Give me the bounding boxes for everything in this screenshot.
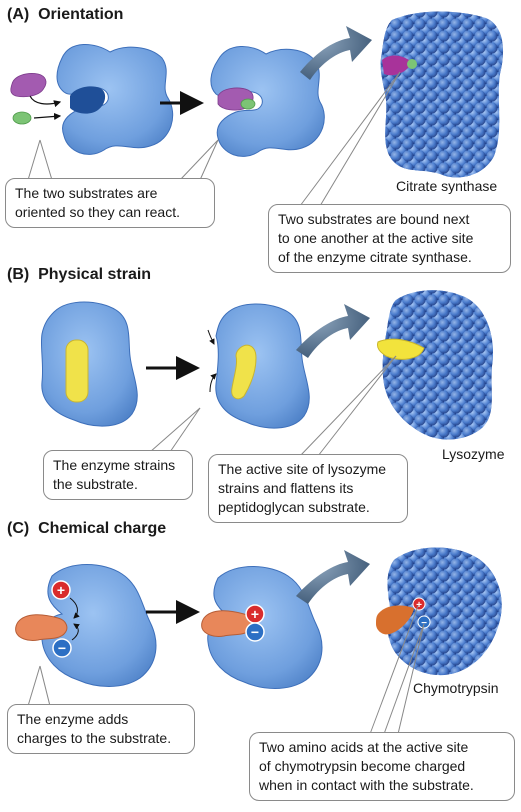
big-arrow-b: [296, 304, 370, 358]
callout-c-left-line2: charges to the substrate.: [17, 730, 172, 746]
callout-b-right-line1: The active site of lysozyme: [218, 461, 387, 477]
callout-b-left: The enzyme strains the substrate.: [43, 450, 193, 500]
substrate-purple: [10, 73, 47, 98]
callout-a-right: Two substrates are bound next to one ano…: [268, 204, 511, 273]
arrow-green-in: [33, 112, 62, 121]
protein-lysozyme: [377, 290, 494, 440]
pointer-b-right-2: [317, 355, 397, 457]
protein-name-citrate-synthase: Citrate synthase: [396, 178, 498, 194]
section-c-heading: (C) Chemical charge: [7, 520, 166, 538]
protein-chymotrypsin: + −: [376, 547, 502, 676]
strain-arrow-bottom: [209, 373, 217, 393]
callout-a-left-line2: oriented so they can react.: [15, 204, 180, 220]
substrate-orange-charged: [201, 610, 254, 637]
pointer-a-left-4: [199, 139, 219, 181]
callout-c-left: The enzyme adds charges to the substrate…: [7, 704, 195, 754]
pointer-c-right-1: [369, 605, 419, 735]
charge-negative-c2: [245, 622, 265, 642]
charge-arrow-top: [69, 597, 80, 619]
section-b-heading: (B) Physical strain: [7, 266, 151, 284]
substrate-orange: [15, 614, 68, 641]
protein-citrate-synthase: [380, 11, 504, 178]
callout-b-right-line3: peptidoglycan substrate.: [218, 499, 370, 515]
callout-b-right-line2: strains and flattens its: [218, 480, 354, 496]
pointer-b-right-1: [299, 355, 397, 457]
substrate-yellow: [65, 339, 89, 403]
pointer-c-left-2: [39, 665, 51, 707]
section-b-letter: (B): [7, 266, 30, 283]
callout-b-left-line1: The enzyme strains: [53, 457, 176, 473]
section-a-title: Orientation: [38, 6, 124, 23]
substrate-yellow-strained: [231, 344, 257, 400]
svg-text:−: −: [421, 618, 427, 629]
section-b-title: Physical strain: [38, 266, 152, 283]
pointer-a-left-3: [179, 139, 219, 181]
section-c-letter: (C): [7, 520, 30, 537]
pointer-b-left-2: [169, 407, 201, 453]
charge-positive-c1-label: +: [57, 582, 65, 598]
callout-c-right-line3: when in contact with the substrate.: [259, 777, 474, 793]
pointer-c-left-1: [27, 665, 41, 707]
callout-c-right-line1: Two amino acids at the active site: [259, 739, 469, 755]
active-site-a1: [70, 86, 106, 114]
protein-name-lysozyme: Lysozyme: [442, 446, 505, 462]
pointer-a-left-2: [39, 139, 53, 181]
charge-negative-c1: [52, 638, 72, 658]
callout-b-right: The active site of lysozyme strains and …: [208, 454, 408, 523]
callout-c-left-line1: The enzyme adds: [17, 711, 129, 727]
callout-a-right-line2: to one another at the active site: [278, 230, 474, 246]
charge-arrow-bottom: [71, 623, 80, 641]
callout-b-left-line2: the substrate.: [53, 476, 138, 492]
substrate-green: [12, 111, 32, 125]
big-arrow-c: [296, 550, 370, 604]
pointer-a-right-1: [299, 71, 401, 207]
callout-c-right: Two amino acids at the active site of ch…: [249, 732, 515, 801]
pointer-b-left-1: [149, 407, 201, 453]
enzyme-b1: [40, 301, 138, 427]
callout-a-right-line1: Two substrates are bound next: [278, 211, 470, 227]
pointer-c-right-3: [397, 623, 425, 735]
enzyme-c1: [41, 564, 157, 687]
svg-text:+: +: [416, 600, 422, 611]
charge-positive-c1: [51, 580, 71, 600]
big-arrow-a: [300, 26, 372, 80]
callout-a-right-line3: of the enzyme citrate synthase.: [278, 249, 472, 265]
callout-c-right-line2: of chymotrypsin become charged: [259, 758, 466, 774]
protein-name-chymotrypsin: Chymotrypsin: [413, 680, 499, 696]
section-a-letter: (A): [7, 6, 30, 23]
section-c-title: Chemical charge: [38, 520, 167, 537]
section-a-heading: (A) Orientation: [7, 6, 123, 24]
pointer-a-left-1: [27, 139, 41, 181]
arrow-purple-in: [29, 95, 62, 108]
callout-a-left-line1: The two substrates are: [15, 185, 158, 201]
strain-arrow-top: [207, 329, 215, 345]
substrate-green-bound: [240, 98, 256, 110]
charge-negative-c2-label: −: [251, 624, 259, 640]
charge-negative-c1-label: −: [58, 640, 66, 656]
callout-a-left: The two substrates are oriented so they …: [5, 178, 215, 228]
pointer-a-right-2: [319, 71, 401, 207]
charge-positive-c2-label: +: [251, 606, 259, 622]
pointer-c-right-2: [383, 623, 425, 735]
enzyme-b2: [215, 303, 310, 429]
